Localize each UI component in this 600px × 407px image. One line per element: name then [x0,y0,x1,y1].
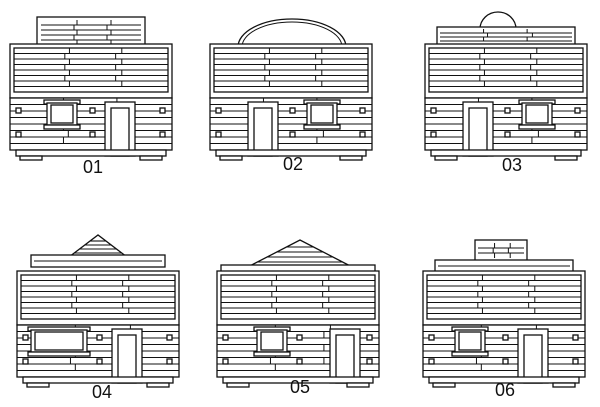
sill-beam [15,149,167,157]
cabin-04 [16,234,180,388]
window-sill [43,124,81,130]
window-pane [260,331,284,351]
log-peg [89,131,96,138]
foot-left [19,155,43,161]
window-sill [451,351,489,357]
log-peg [574,131,581,138]
cabin-01 [9,16,173,161]
log-peg [296,334,303,341]
log-peg [428,334,435,341]
door [117,334,137,384]
window-sill [27,351,91,357]
cabin-label-02: 02 [282,154,304,174]
cabin-label-01: 01 [82,157,104,177]
sill-beam [222,376,374,384]
door [335,334,355,384]
foot-right [554,155,578,161]
log-peg [15,107,22,114]
foot-right [552,382,576,388]
log-peg [359,107,366,114]
cabin-02 [209,18,373,161]
cabin-label-06: 06 [494,380,516,400]
window-pane [310,104,334,124]
cabin-06 [422,239,586,388]
foot-left [434,155,458,161]
window-sill [303,124,341,130]
log-peg [96,334,103,341]
log-peg [166,358,173,365]
log-peg [504,107,511,114]
window-pane [50,104,74,124]
log-peg [215,107,222,114]
foot-right [139,155,163,161]
cabin-05 [216,239,380,388]
log-peg [504,131,511,138]
log-peg [15,131,22,138]
foot-left [26,382,50,388]
log-peg [366,358,373,365]
dome-inner [241,21,343,48]
foot-right [146,382,170,388]
log-peg [289,131,296,138]
log-peg [159,107,166,114]
foot-left [226,382,250,388]
window-sill [253,351,291,357]
log-peg [359,131,366,138]
attic-box [36,16,146,49]
cabin-label-03: 03 [501,155,523,175]
sill-beam [22,376,174,384]
log-peg [430,107,437,114]
log-peg [296,358,303,365]
small-dome [479,11,517,30]
log-peg [22,334,29,341]
log-peg [430,131,437,138]
door [110,107,130,157]
window-pane [458,331,482,351]
log-peg [502,334,509,341]
log-peg [502,358,509,365]
log-peg [166,334,173,341]
log-peg [89,107,96,114]
log-peg [215,131,222,138]
log-peg [574,107,581,114]
sill-beam [428,376,580,384]
cabin-label-05: 05 [289,377,311,397]
log-peg [222,334,229,341]
cabin-label-04: 04 [91,382,113,402]
door [523,334,543,384]
sill-beam [430,149,582,157]
window-sill [518,124,556,130]
foot-left [432,382,456,388]
log-peg [96,358,103,365]
window-pane [34,331,84,351]
window-pane [525,104,549,124]
door [468,107,488,157]
log-peg [159,131,166,138]
foot-right [339,155,363,161]
attic-box [474,239,528,263]
log-peg [572,334,579,341]
log-peg [572,358,579,365]
cabin-03 [424,11,588,161]
log-peg [289,107,296,114]
log-peg [222,358,229,365]
gable-roof [67,234,129,258]
sill-beam [215,149,367,157]
log-peg [428,358,435,365]
foot-right [346,382,370,388]
foot-left [219,155,243,161]
log-peg [22,358,29,365]
door [253,107,273,157]
log-peg [366,334,373,341]
dome-roof [237,18,347,48]
